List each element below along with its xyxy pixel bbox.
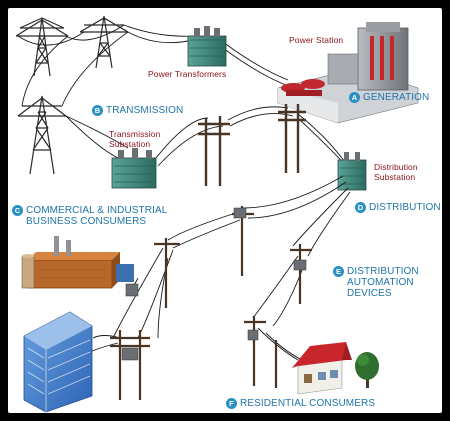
transmission-tower-1 — [15, 17, 69, 77]
residential-house — [292, 342, 352, 395]
label-power-transformers-text: Power Transformers — [148, 69, 227, 79]
transmission-tower-2 — [79, 15, 129, 69]
transmission-substation-unit — [111, 148, 157, 189]
label-distribution-substation-line2: Substation — [374, 172, 416, 182]
pole-devices — [121, 207, 307, 361]
label-transmission-substation: Transmission Substation — [109, 129, 160, 149]
label-transmission-substation-line1: Transmission — [109, 129, 161, 139]
tree — [355, 352, 379, 388]
badge-d: D — [355, 202, 366, 213]
badge-f: F — [226, 398, 237, 409]
badge-c: C — [12, 205, 23, 216]
office-building — [23, 311, 93, 413]
label-transmission-substation-line2: Substation — [109, 139, 151, 149]
distribution-substation-unit — [337, 152, 367, 191]
power-transformer-unit — [187, 26, 227, 67]
power-grid-illustration — [15, 15, 419, 413]
label-commercial-line1: COMMERCIAL & INDUSTRIAL — [26, 205, 168, 216]
label-automation-line2: AUTOMATION — [347, 277, 414, 288]
label-automation-line1: DISTRIBUTION — [347, 266, 419, 277]
label-generation-text: GENERATION — [363, 92, 430, 103]
factory-building — [21, 236, 134, 289]
label-power-station-text: Power Station — [289, 35, 344, 45]
badge-b: B — [92, 105, 103, 116]
label-distribution-text: DISTRIBUTION — [369, 202, 441, 213]
label-power-station: Power Station — [289, 35, 343, 45]
label-distribution-substation-line1: Distribution — [374, 162, 418, 172]
utility-poles-middle — [198, 104, 306, 186]
label-transmission-text: TRANSMISSION — [106, 105, 184, 116]
power-station-building — [277, 22, 419, 124]
label-residential-text: RESIDENTIAL CONSUMERS — [240, 398, 376, 409]
label-power-transformers: Power Transformers — [148, 69, 226, 79]
distribution-poles — [110, 206, 312, 400]
badge-a: A — [349, 92, 360, 103]
badge-e: E — [333, 266, 344, 277]
label-distribution-substation: Distribution Substation — [374, 162, 418, 182]
transmission-tower-3 — [17, 95, 67, 175]
label-automation-line3: DEVICES — [347, 288, 392, 299]
label-commercial-line2: BUSINESS CONSUMERS — [26, 216, 147, 227]
